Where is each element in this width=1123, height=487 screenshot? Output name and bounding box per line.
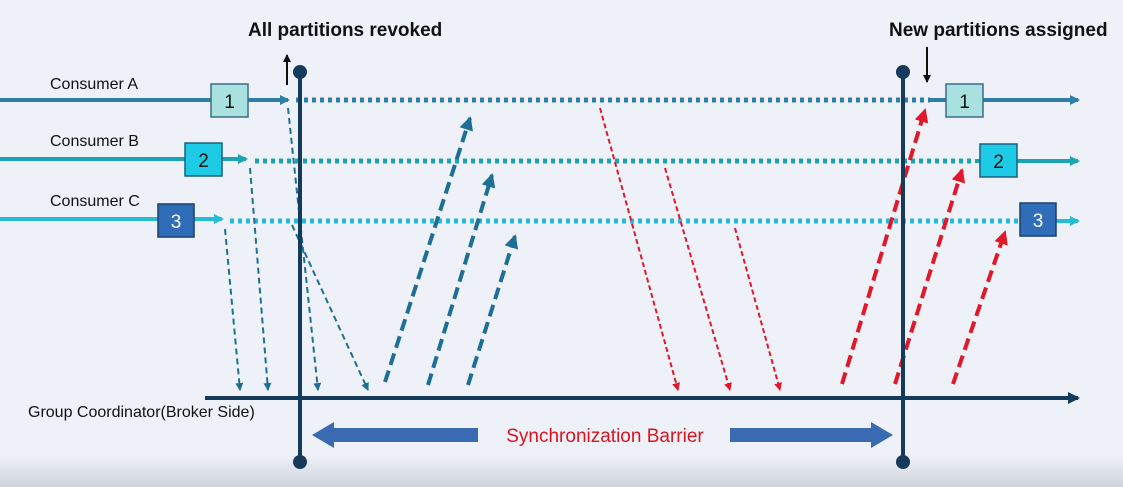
assign-arrow-c — [951, 230, 1008, 385]
join-request-arrow-c — [224, 228, 244, 391]
consumer-b-partition-box-end — [979, 143, 1018, 178]
all-partitions-revoked-label: All partitions revoked — [248, 20, 442, 41]
consumer-a-partition-box-end — [945, 83, 984, 118]
consumer-a-label: Consumer A — [50, 76, 138, 93]
synchronization-barrier-label: Synchronization Barrier — [506, 426, 704, 447]
sync-request-arrow-b — [664, 167, 732, 391]
consumer-c-partition-box-start — [157, 203, 195, 238]
right-barrier-top-dot — [896, 65, 910, 79]
barrier-left-arrow — [312, 422, 478, 448]
consumer-c-label: Consumer C — [50, 193, 140, 210]
consumer-b-partition-box-start — [184, 142, 223, 177]
right-barrier-bottom-dot — [896, 455, 910, 469]
coordinator-label: Group Coordinator(Broker Side) — [28, 404, 255, 421]
consumer-c-partition-label-start: 3 — [171, 212, 182, 233]
barrier-right-arrow — [730, 422, 893, 448]
consumer-c-partition-box-end — [1019, 202, 1057, 237]
join-request-arrow-a — [287, 107, 322, 391]
consumer-a-partition-label-end: 1 — [959, 92, 970, 113]
left-barrier-top-dot — [293, 65, 307, 79]
consumer-a-partition-label-start: 1 — [224, 92, 235, 113]
consumer-b-partition-label-start: 2 — [198, 151, 209, 172]
consumer-b-label: Consumer B — [50, 133, 139, 150]
sync-request-arrow-c — [734, 227, 782, 391]
join-request-arrow-b — [249, 167, 272, 391]
new-partitions-assigned-label: New partitions assigned — [889, 20, 1108, 41]
left-barrier-bottom-dot — [293, 455, 307, 469]
assign-arrow-b — [893, 168, 966, 385]
join-response-arrow-a — [383, 116, 473, 383]
consumer-a-partition-box-start — [210, 83, 249, 118]
consumer-b-partition-label-end: 2 — [993, 152, 1004, 173]
join-response-arrow-c — [466, 234, 519, 386]
join-request-arrow-d — [291, 224, 369, 391]
assign-arrow-a — [840, 108, 929, 385]
bottom-fade — [0, 455, 1123, 487]
consumer-c-partition-label-end: 3 — [1033, 211, 1044, 232]
join-response-arrow-b — [426, 173, 496, 386]
sync-request-arrow-a — [599, 107, 680, 391]
